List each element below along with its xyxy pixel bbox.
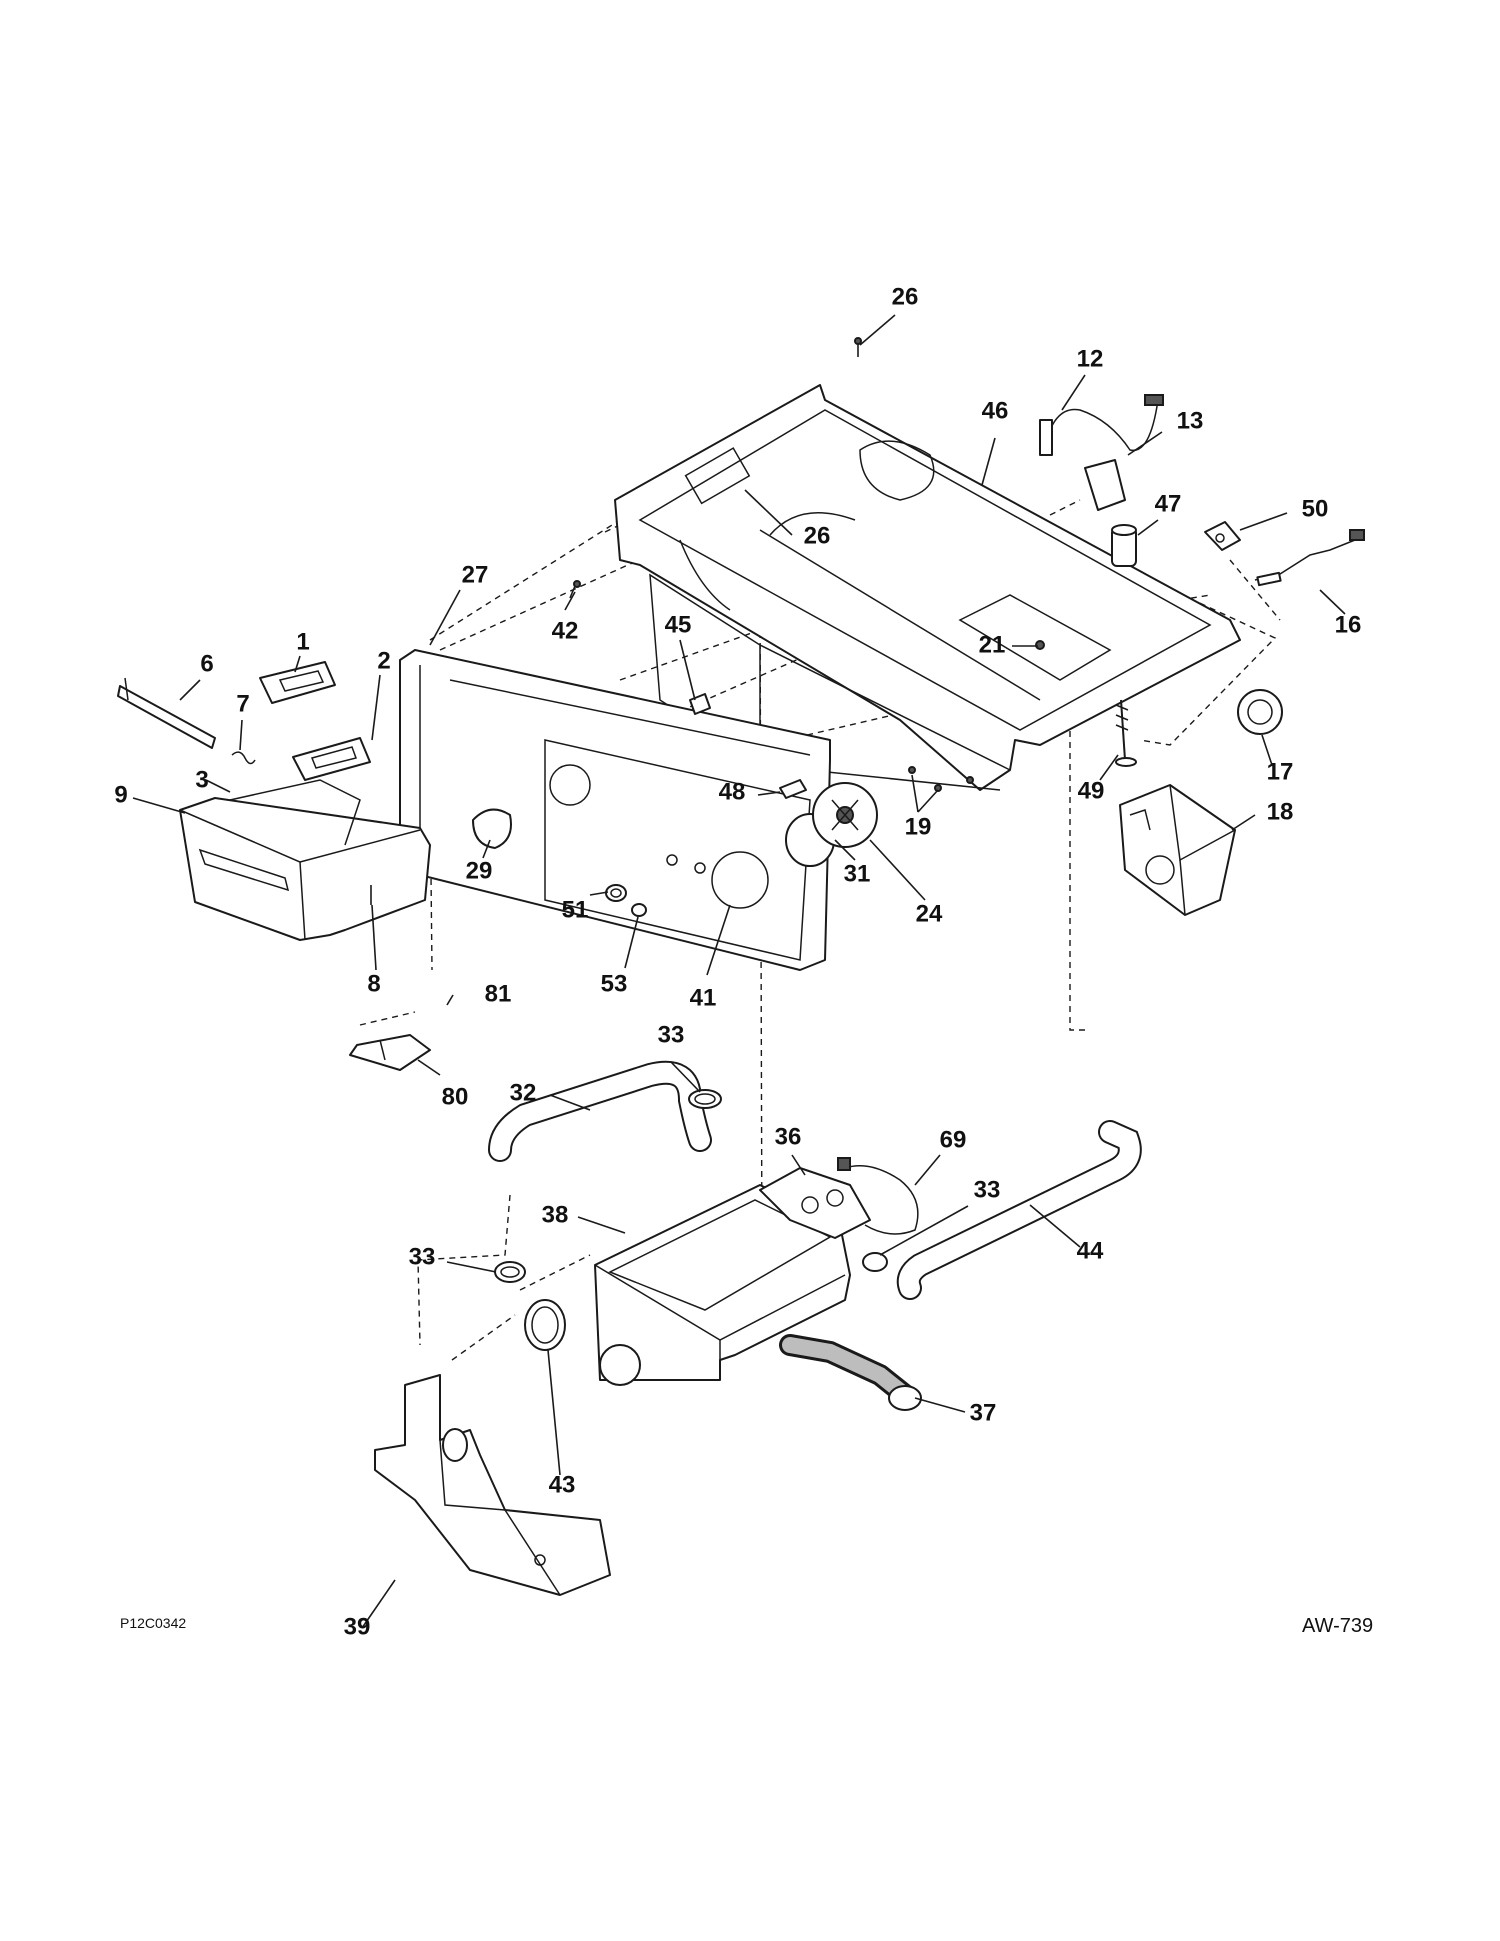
callout-81: 81: [485, 980, 512, 1007]
ring-part-43: [524, 1299, 566, 1351]
callout-49: 49: [1078, 777, 1105, 804]
callout-44: 44: [1077, 1237, 1104, 1264]
hose-part-44: [896, 1120, 1142, 1300]
callout-24: 24: [916, 900, 943, 927]
clamp-part-33-top: [688, 1089, 722, 1109]
duct-part-39: [374, 1374, 611, 1596]
callout-33-top: 33: [658, 1021, 685, 1048]
connector-part-50: [1204, 521, 1241, 551]
post-part-48: [779, 779, 807, 799]
callout-27: 27: [462, 561, 489, 588]
screw-part-42: [569, 580, 581, 599]
leader-lines: [132, 314, 1346, 1629]
harness-part-69: [837, 1157, 919, 1235]
callout-16: 16: [1335, 611, 1362, 638]
callout-33-right: 33: [974, 1176, 1001, 1203]
callout-12: 12: [1077, 345, 1104, 372]
callout-6: 6: [200, 650, 213, 677]
figure-code: P12C0342: [120, 1615, 186, 1631]
callout-43: 43: [549, 1471, 576, 1498]
callout-3: 3: [195, 766, 208, 793]
callout-39: 39: [344, 1613, 371, 1640]
bellows-part-37: [779, 1334, 922, 1411]
callout-31: 31: [844, 860, 871, 887]
clip-part-45: [689, 693, 711, 715]
screw-part-81: [446, 994, 454, 1006]
callout-8: 8: [367, 970, 380, 997]
hose-part-32: [488, 1060, 712, 1162]
dispenser-cover-part-1: [259, 661, 336, 704]
control-frame-part-46: [614, 384, 1241, 791]
bolt-part-49: [1115, 699, 1137, 767]
button-part-53: [631, 903, 647, 917]
selector-part-17: [1237, 689, 1283, 735]
control-board-part-18: [1119, 784, 1236, 916]
dispenser-drawer-part-9: [179, 779, 431, 941]
switch-part-13: [1084, 459, 1126, 511]
screw-part-21: [1035, 640, 1045, 650]
callout-29: 29: [466, 857, 493, 884]
callout-19: 19: [905, 813, 932, 840]
console-panel-part-27: [399, 649, 831, 971]
screw-part-26: [854, 337, 862, 357]
page-code: AW-739: [1302, 1615, 1373, 1637]
callout-50: 50: [1302, 495, 1329, 522]
callout-41: 41: [690, 984, 717, 1011]
callout-38: 38: [542, 1201, 569, 1228]
callout-80: 80: [442, 1083, 469, 1110]
spring-part-7: [231, 751, 256, 765]
button-part-51: [605, 884, 627, 902]
callout-42: 42: [552, 617, 579, 644]
clamp-part-33-left: [494, 1261, 526, 1283]
callout-36: 36: [775, 1123, 802, 1150]
callout-21: 21: [979, 631, 1006, 658]
callout-labels: 26 12 46 13 47 50 26 27 16 42 45 21 1 6 …: [114, 283, 1361, 1640]
callout-51: 51: [562, 896, 589, 923]
callout-37: 37: [970, 1399, 997, 1426]
callout-1: 1: [296, 628, 309, 655]
callout-47: 47: [1155, 490, 1182, 517]
rail-part-6: [117, 677, 216, 749]
callout-69: 69: [940, 1126, 967, 1153]
callout-33-left: 33: [409, 1243, 436, 1270]
callout-26-top: 26: [892, 283, 919, 310]
knob-part-29: [472, 808, 512, 849]
callout-53: 53: [601, 970, 628, 997]
bracket-part-80: [349, 1034, 431, 1071]
dispenser-cover-part-2: [292, 737, 371, 781]
callout-46: 46: [982, 397, 1009, 424]
clamp-part-33-right: [862, 1252, 888, 1272]
callout-18: 18: [1267, 798, 1294, 825]
callout-9: 9: [114, 781, 127, 808]
screw-part-19: [908, 766, 974, 792]
callout-45: 45: [665, 611, 692, 638]
callout-26-frame: 26: [804, 522, 831, 549]
callout-32: 32: [510, 1079, 537, 1106]
callout-48: 48: [719, 778, 746, 805]
dial-part-24: [812, 782, 878, 848]
filter-part-47: [1111, 524, 1137, 567]
sensor-wire-part-16: [1254, 529, 1365, 587]
callout-2: 2: [377, 647, 390, 674]
wire-harness-part-12: [1039, 394, 1164, 456]
callout-7: 7: [236, 690, 249, 717]
callout-17: 17: [1267, 758, 1294, 785]
callout-13: 13: [1177, 407, 1204, 434]
dispenser-housing-part-38: [594, 1184, 851, 1386]
